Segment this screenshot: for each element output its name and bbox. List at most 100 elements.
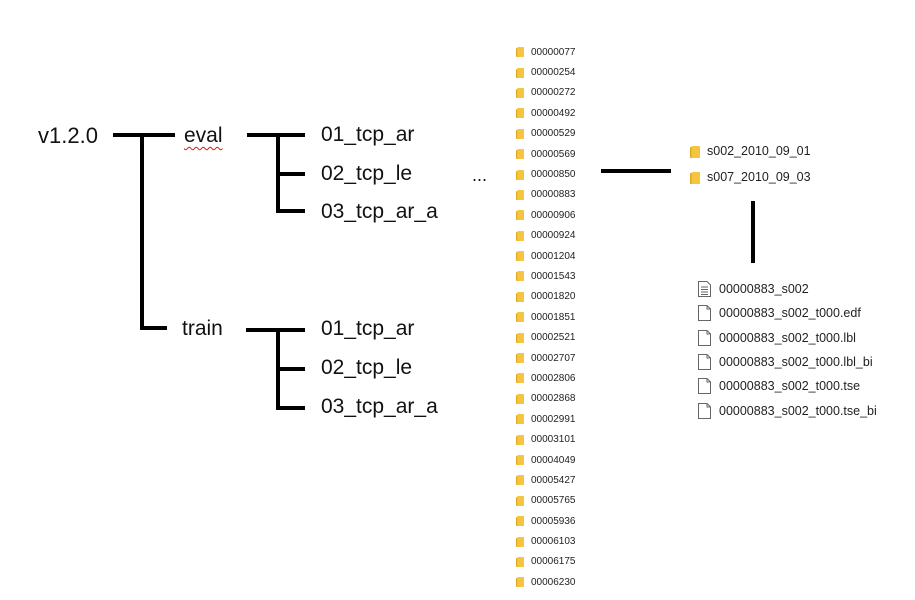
folder-icon <box>516 87 524 98</box>
ellipsis: ... <box>472 165 488 185</box>
patient-folder-label: 00000906 <box>531 209 576 221</box>
root-version-label: v1.2.0 <box>38 123 98 148</box>
text-file-icon <box>698 281 711 298</box>
patient-folder-label: 00000492 <box>531 107 576 119</box>
folder-icon <box>516 353 524 364</box>
patient-folder[interactable]: 00000924 <box>516 226 576 246</box>
folder-icon <box>516 128 524 139</box>
patient-folder-label: 00001204 <box>531 250 576 262</box>
patient-folder-label: 00000254 <box>531 67 576 79</box>
root-vertical-connector <box>140 133 144 330</box>
patient-folder[interactable]: 00006230 <box>516 572 576 592</box>
patient-folder[interactable]: 00000077 <box>516 42 576 62</box>
folder-icon <box>516 149 524 160</box>
patient-folder[interactable]: 00002806 <box>516 368 576 388</box>
folder-icon <box>516 393 524 404</box>
patient-folder-label: 00000883 <box>531 189 576 201</box>
patient-to-session-connector <box>601 169 671 173</box>
patient-folder[interactable]: 00006175 <box>516 552 576 572</box>
folder-icon <box>516 47 524 58</box>
folder-icon <box>516 414 524 425</box>
folder-icon <box>516 271 524 282</box>
patient-folder[interactable]: 00000272 <box>516 83 576 103</box>
file-item[interactable]: 00000883_s002_t000.tse_bi <box>698 398 877 422</box>
folder-icon <box>516 230 524 241</box>
folder-icon <box>516 495 524 506</box>
patient-folder-label: 00000077 <box>531 46 576 58</box>
folder-icon <box>516 434 524 445</box>
patient-folder-label: 00005936 <box>531 515 576 527</box>
patient-folder-label: 00006230 <box>531 576 576 588</box>
folder-icon <box>516 516 524 527</box>
file-item[interactable]: 00000883_s002_t000.tse <box>698 374 877 398</box>
patient-folder-label: 00001543 <box>531 270 576 282</box>
file-item[interactable]: 00000883_s002 <box>698 277 877 301</box>
file-item[interactable]: 00000883_s002_t000.edf <box>698 301 877 325</box>
train-branch-2 <box>276 367 305 371</box>
root-connector <box>113 133 175 137</box>
folder-icon <box>516 291 524 302</box>
patient-folder[interactable]: 00005427 <box>516 470 576 490</box>
patient-folder[interactable]: 00006103 <box>516 531 576 551</box>
patient-folder[interactable]: 00001204 <box>516 246 576 266</box>
patient-folder-label: 00002806 <box>531 372 576 384</box>
folder-icon <box>516 556 524 567</box>
patient-folder[interactable]: 00000492 <box>516 103 576 123</box>
patient-folder[interactable]: 00001820 <box>516 287 576 307</box>
patient-folder-label: 00002868 <box>531 393 576 405</box>
file-icon <box>698 305 711 322</box>
patient-folder[interactable]: 00002521 <box>516 327 576 347</box>
patient-folder[interactable]: 00002991 <box>516 409 576 429</box>
patient-folder-label: 00000850 <box>531 169 576 181</box>
patient-folder-label: 00005427 <box>531 474 576 486</box>
folder-icon <box>516 210 524 221</box>
train-child-02: 02_tcp_le <box>321 356 413 379</box>
patient-folder[interactable]: 00002707 <box>516 348 576 368</box>
session-folder-list: s002_2010_09_01 s007_2010_09_03 <box>690 138 811 190</box>
file-name: 00000883_s002_t000.tse_bi <box>719 403 877 418</box>
train-folder-label: train <box>182 317 223 340</box>
file-icon <box>698 329 711 346</box>
train-branch-3 <box>276 406 305 410</box>
patient-folder[interactable]: 00004049 <box>516 450 576 470</box>
train-child-01: 01_tcp_ar <box>321 317 415 340</box>
file-icon <box>698 378 711 395</box>
folder-icon <box>516 108 524 119</box>
eval-child-02: 02_tcp_le <box>321 162 413 185</box>
session-folder[interactable]: s002_2010_09_01 <box>690 138 811 164</box>
patient-folder[interactable]: 00005936 <box>516 511 576 531</box>
patient-folder[interactable]: 00000883 <box>516 185 576 205</box>
patient-folder[interactable]: 00000569 <box>516 144 576 164</box>
session-to-files-connector <box>751 201 755 263</box>
patient-folder[interactable]: 00001851 <box>516 307 576 327</box>
folder-icon <box>690 146 700 158</box>
patient-folder[interactable]: 00005765 <box>516 491 576 511</box>
patient-folder[interactable]: 00002868 <box>516 389 576 409</box>
session-folder[interactable]: s007_2010_09_03 <box>690 164 811 190</box>
patient-folder-list: 00000077 00000254 00000272 00000492 00000529… <box>516 42 576 593</box>
patient-folder[interactable]: 00000254 <box>516 62 576 82</box>
eval-folder-label: eval <box>184 124 223 147</box>
folder-icon <box>690 172 700 184</box>
folder-icon <box>516 67 524 78</box>
eval-branch-2 <box>276 172 305 176</box>
folder-icon <box>516 373 524 384</box>
file-name: 00000883_s002 <box>719 282 809 297</box>
file-item[interactable]: 00000883_s002_t000.lbl_bi <box>698 350 877 374</box>
patient-folder[interactable]: 00000529 <box>516 124 576 144</box>
file-item[interactable]: 00000883_s002_t000.lbl <box>698 326 877 350</box>
patient-folder-label: 00000924 <box>531 230 576 242</box>
patient-folder[interactable]: 00000850 <box>516 164 576 184</box>
patient-folder[interactable]: 00003101 <box>516 429 576 449</box>
patient-folder[interactable]: 00001543 <box>516 266 576 286</box>
patient-folder-label: 00006175 <box>531 556 576 568</box>
folder-icon <box>516 312 524 323</box>
folder-icon <box>516 577 524 588</box>
patient-folder-label: 00006103 <box>531 536 576 548</box>
patient-folder-label: 00000529 <box>531 128 576 140</box>
folder-icon <box>516 455 524 465</box>
patient-folder[interactable]: 00000906 <box>516 205 576 225</box>
folder-icon <box>516 332 524 343</box>
train-child-connector <box>246 328 305 332</box>
file-name: 00000883_s002_t000.tse <box>719 379 861 394</box>
